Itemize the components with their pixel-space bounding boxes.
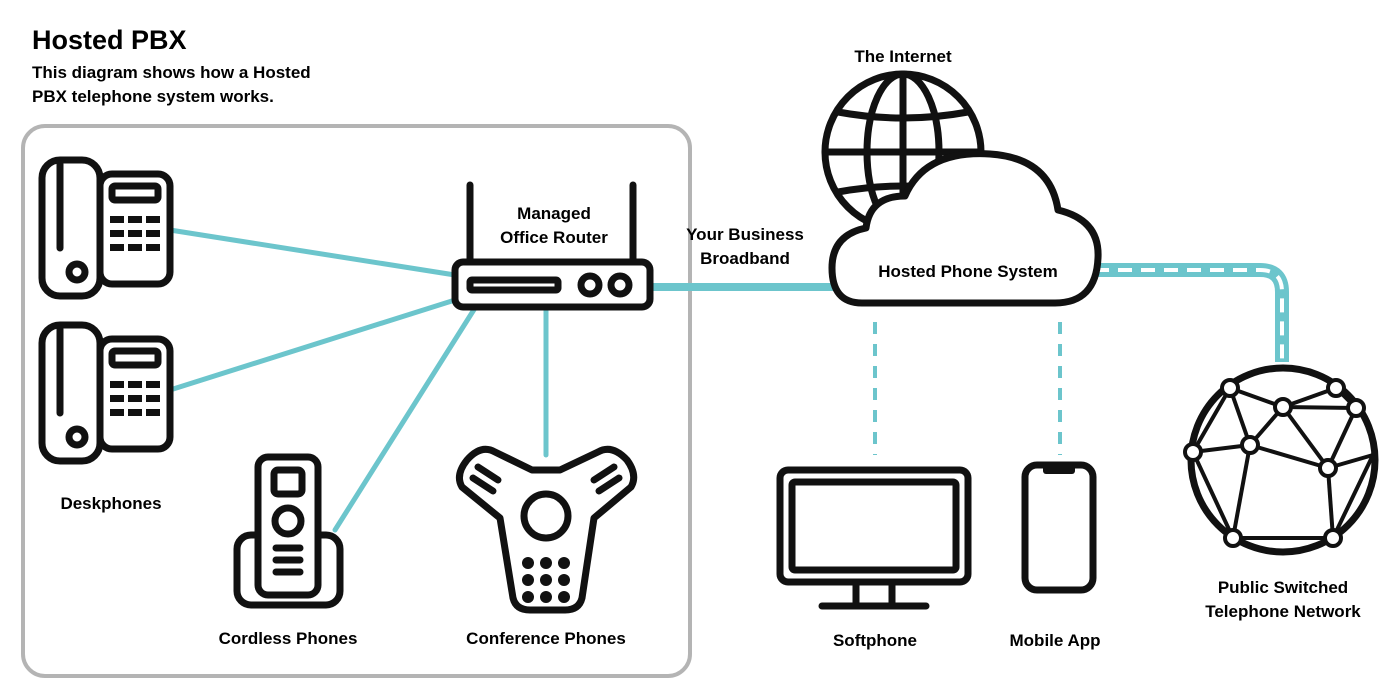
- cordless-phones-label: Cordless Phones: [219, 629, 358, 648]
- pstn-link: [1095, 263, 1289, 362]
- conference-phone-icon: [455, 445, 638, 614]
- router-label-line1: Managed: [517, 204, 591, 223]
- diagram-description-line2: PBX telephone system works.: [32, 87, 274, 106]
- link-deskphone2-router: [167, 297, 458, 393]
- router-icon: [451, 181, 654, 311]
- router-label-line2: Office Router: [500, 228, 608, 247]
- office-boundary: [21, 124, 692, 678]
- cloud-label: Hosted Phone System: [878, 262, 1058, 281]
- link-cordless-router: [332, 305, 478, 533]
- pstn-label-line1: Public Switched: [1218, 578, 1348, 597]
- diagram-description-line1: This diagram shows how a Hosted: [32, 63, 311, 82]
- monitor-icon: [776, 466, 972, 610]
- deskphones-label: Deskphones: [60, 494, 161, 513]
- cloud-icon: [828, 150, 1102, 307]
- cordless-phone-icon: [233, 453, 344, 609]
- softphone-label: Softphone: [833, 631, 917, 650]
- deskphone-icon: [38, 321, 174, 465]
- conference-phones-label: Conference Phones: [466, 629, 626, 648]
- broadband-label-line2: Broadband: [700, 249, 790, 268]
- mobile-app-label: Mobile App: [1010, 631, 1101, 650]
- diagram-title: Hosted PBX: [32, 25, 187, 55]
- mobile-phone-icon: [1021, 461, 1097, 594]
- internet-label: The Internet: [854, 47, 952, 66]
- link-deskphone1-router: [167, 227, 458, 278]
- network-globe-icon: [1183, 364, 1379, 556]
- deskphone-icon: [38, 156, 174, 300]
- broadband-label-line1: Your Business: [686, 225, 804, 244]
- pstn-label-line2: Telephone Network: [1205, 602, 1361, 621]
